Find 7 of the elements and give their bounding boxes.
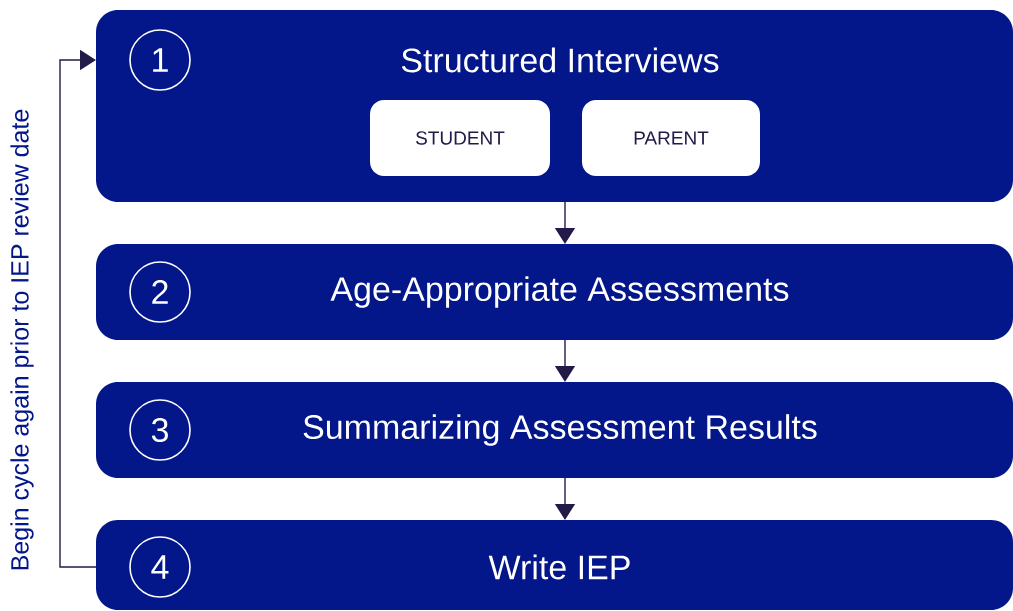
step-box: 2 Age-Appropriate Assessments <box>96 244 1013 340</box>
loop-arrow <box>59 49 97 568</box>
participant-box: PARENT <box>582 100 760 176</box>
participant-box: STUDENT <box>370 100 550 176</box>
edge-label: Begin cycle again prior to IEP review date <box>10 109 34 570</box>
step-box: 4 Write IEP <box>96 520 1013 610</box>
step-box: 3 Summarizing Assessment Results <box>96 382 1013 478</box>
